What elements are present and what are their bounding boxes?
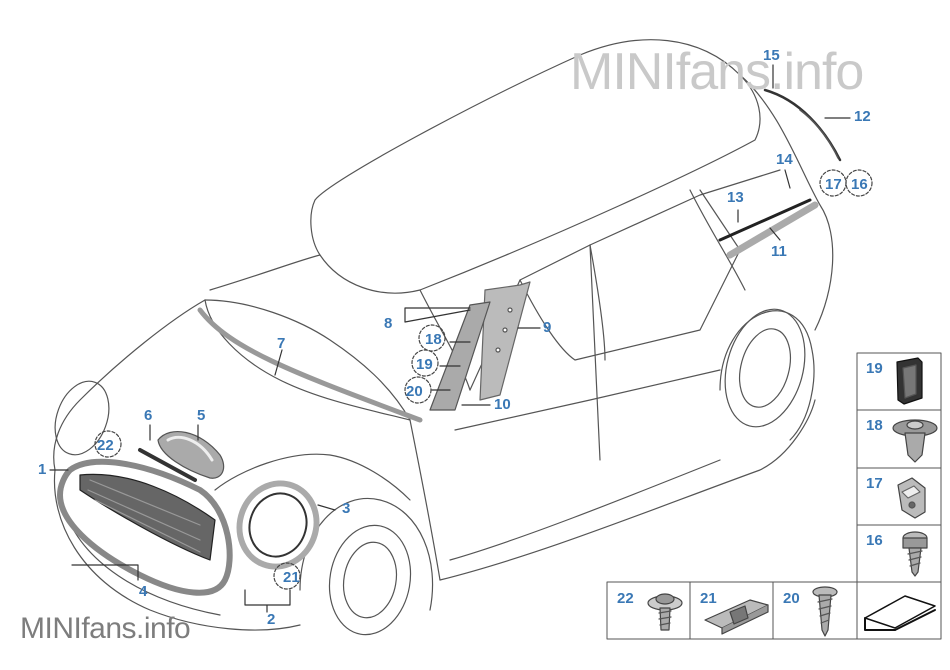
callout-21[interactable]: 21 [283, 569, 300, 586]
callout-19[interactable]: 19 [416, 356, 433, 373]
callout-16[interactable]: 16 [851, 176, 868, 193]
part-21-icon [704, 599, 769, 635]
part-18-icon [892, 419, 938, 463]
legend-part-21[interactable]: 21 [700, 590, 717, 607]
callout-3[interactable]: 3 [342, 500, 351, 517]
callout-2[interactable]: 2 [267, 611, 276, 628]
legend-part-18[interactable]: 18 [866, 417, 883, 434]
part-16-icon [902, 531, 928, 577]
legend-part-22[interactable]: 22 [617, 590, 634, 607]
part-20-icon [812, 586, 838, 637]
leader-lines [49, 64, 851, 613]
callout-circles [94, 169, 873, 590]
callout-14[interactable]: 14 [776, 151, 793, 168]
part-22-icon [647, 593, 683, 631]
callout-12[interactable]: 12 [854, 108, 871, 125]
callout-20[interactable]: 20 [406, 383, 423, 400]
legend-part-19[interactable]: 19 [866, 360, 883, 377]
callout-10[interactable]: 10 [494, 396, 511, 413]
legend-symbol-icon [864, 595, 936, 631]
watermark-top: MINIfans.info [570, 43, 864, 101]
callout-5[interactable]: 5 [197, 407, 206, 424]
callout-15[interactable]: 15 [763, 47, 780, 64]
callout-17[interactable]: 17 [825, 176, 842, 193]
watermark-bottom: MINIfans.info [20, 612, 191, 645]
part-17-icon [897, 477, 926, 519]
callout-7[interactable]: 7 [277, 335, 286, 352]
parts-highlighted [57, 88, 842, 596]
legend-frames [606, 352, 942, 640]
callout-18[interactable]: 18 [425, 331, 442, 348]
legend-part-20[interactable]: 20 [783, 590, 800, 607]
callout-22[interactable]: 22 [97, 437, 114, 454]
callout-11[interactable]: 11 [771, 243, 787, 260]
callout-9[interactable]: 9 [543, 319, 552, 336]
callout-4[interactable]: 4 [139, 583, 148, 600]
callout-13[interactable]: 13 [727, 189, 744, 206]
callout-1[interactable]: 1 [38, 461, 47, 478]
callout-6[interactable]: 6 [144, 407, 153, 424]
legend-part-17[interactable]: 17 [866, 475, 883, 492]
legend-part-16[interactable]: 16 [866, 532, 883, 549]
callout-8[interactable]: 8 [384, 315, 393, 332]
part-19-icon [896, 357, 923, 405]
